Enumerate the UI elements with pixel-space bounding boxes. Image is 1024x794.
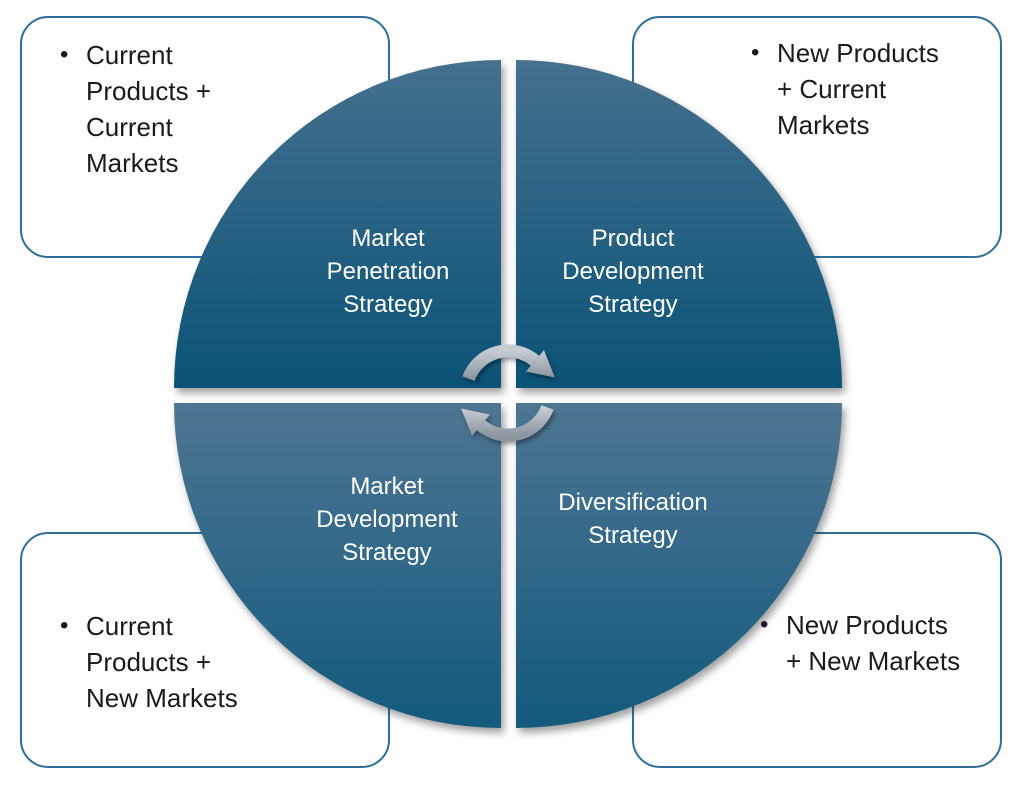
bullet-icon: • [60,41,69,68]
bullet-icon: • [760,611,769,638]
quadrant-label-market-penetration: Market Penetration Strategy [326,225,450,318]
callout-top-right-item: • New Products + Current Markets [634,18,1000,143]
callout-top-left-item: • Current Products + Current Markets [22,18,388,181]
quadrant-label-market-development: Market Development Strategy [316,473,458,566]
quadrant-label-diversification: Diversification Strategy [558,489,708,549]
callout-bottom-right-item: • New Products + New Markets [634,534,1000,679]
callout-bottom-left-text: Current Products + New Markets [86,611,238,713]
callout-bottom-left-item: • Current Products + New Markets [22,534,388,716]
bullet-icon: • [751,39,760,66]
callout-bottom-right-text: New Products + New Markets [786,610,961,676]
quadrant-label-product-development: Product Development Strategy [562,225,704,318]
bullet-icon: • [60,612,69,639]
callout-top-left-text: Current Products + Current Markets [86,40,212,178]
callout-top-right-text: New Products + Current Markets [777,38,939,140]
